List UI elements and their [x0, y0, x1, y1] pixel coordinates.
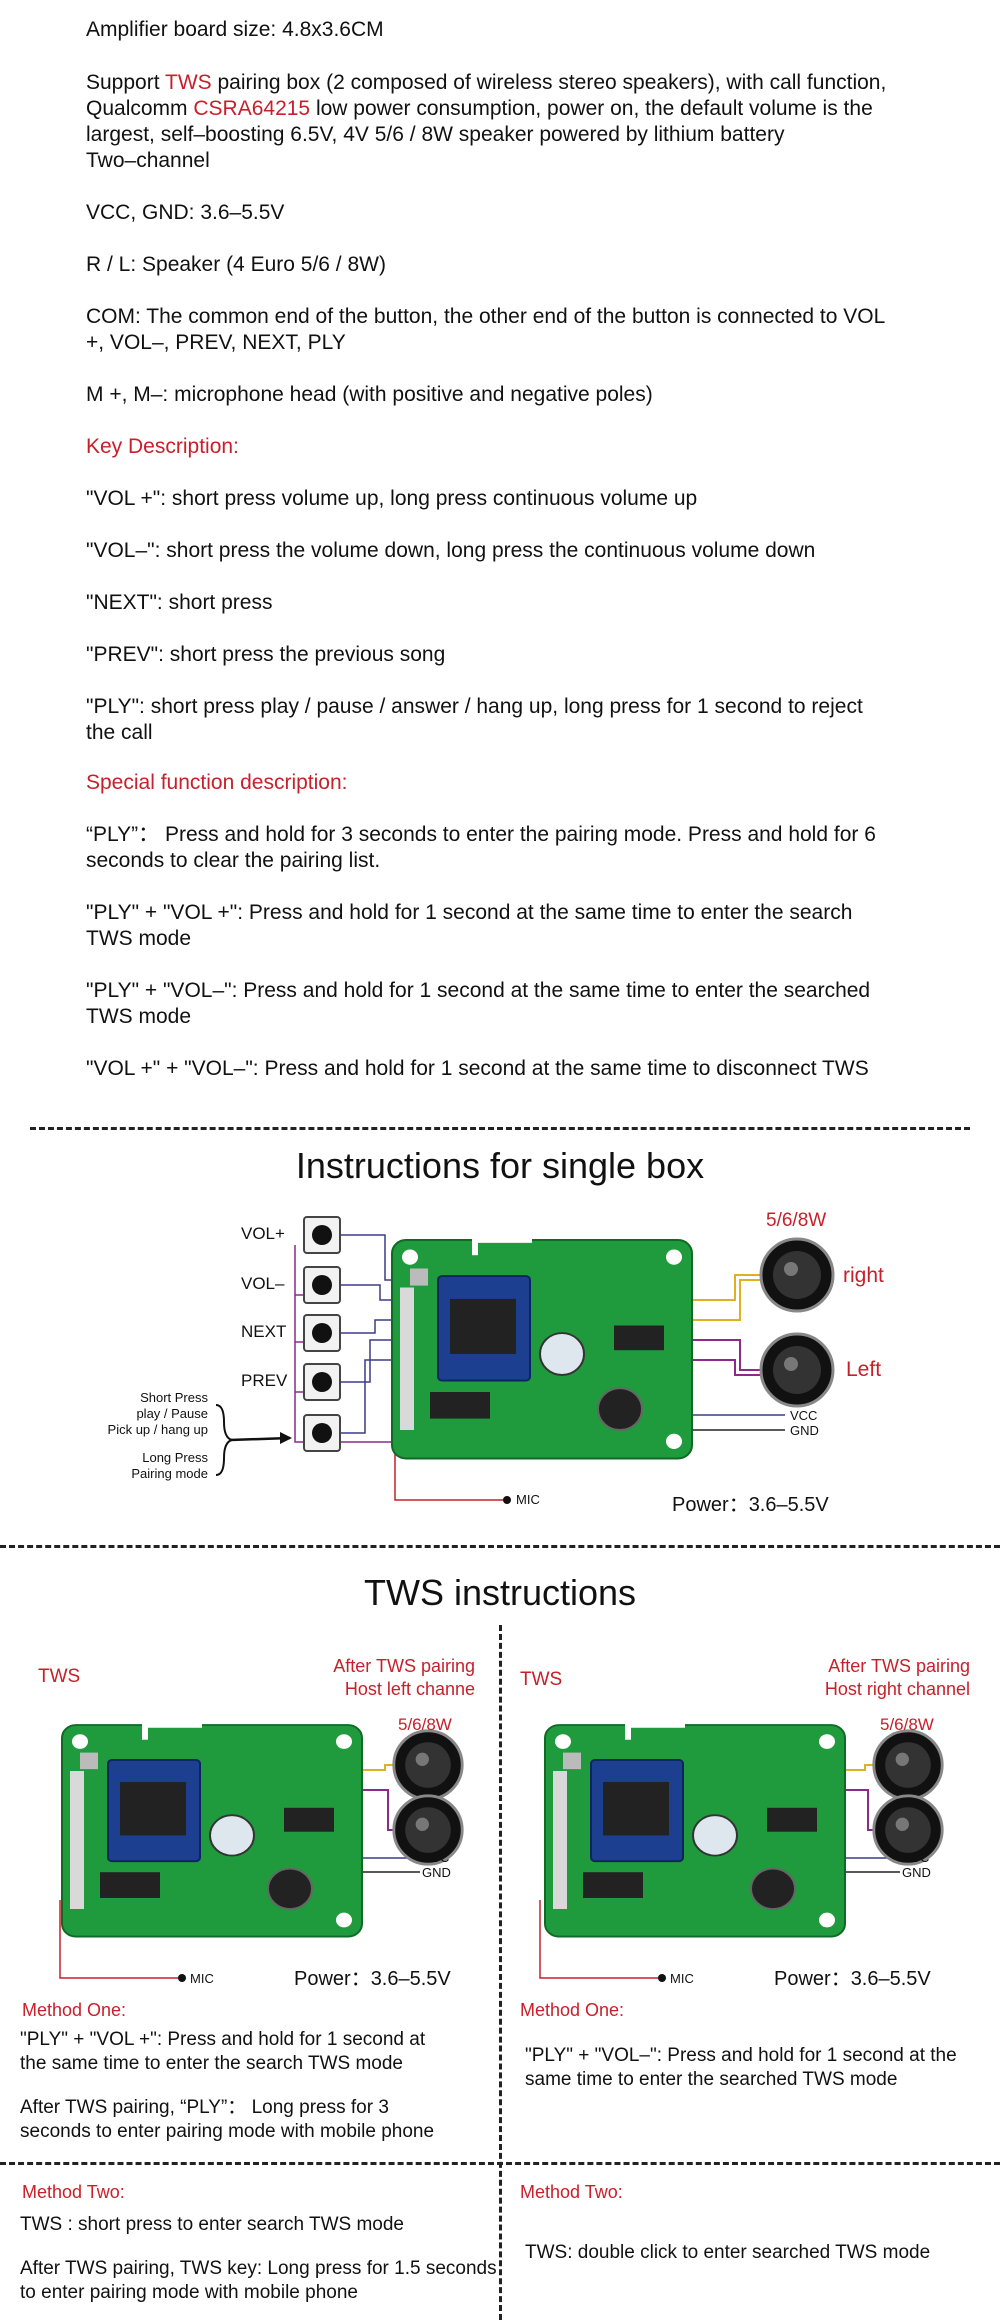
tws-right-power: Power：3.6–5.5V	[774, 1968, 931, 1990]
tws-right-vcc: VCC	[902, 1850, 930, 1865]
button-label-vol-up: VOL+	[241, 1224, 285, 1243]
boost-line: largest, self–boosting 6.5V, 4V 5/6 / 8W…	[86, 123, 785, 146]
divider-1	[30, 1127, 970, 1130]
special-function-heading: Special function description:	[86, 771, 348, 794]
single-box-diagram	[215, 1216, 835, 1504]
tws-right-rating: 5/6/8W	[880, 1715, 934, 1734]
key-vol-down: "VOL–": short press the volume down, lon…	[86, 539, 816, 562]
tws-right-method-two-heading: Method Two:	[520, 2182, 623, 2202]
tws-left-method-two-heading: Method Two:	[22, 2182, 125, 2202]
single-gnd-label: GND	[790, 1423, 819, 1438]
ply-note: Short Press play / Pause Pick up / hang …	[60, 1390, 208, 1482]
button-label-prev: PREV	[241, 1371, 288, 1390]
ply-note-short: Short Press	[140, 1390, 208, 1405]
ply-note-long: Long Press	[142, 1450, 208, 1465]
key-next: "NEXT": short press	[86, 591, 273, 614]
tws-left-after-2: Host left channe	[344, 1679, 475, 1699]
tws-right-m1a: "PLY" + "VOL–": Press and hold for 1 sec…	[525, 2045, 957, 2066]
single-mic-label: MIC	[516, 1492, 540, 1507]
support-line: Support TWS pairing box (2 composed of w…	[86, 70, 886, 96]
tws-left-vcc: VCC	[422, 1850, 450, 1865]
board-size-text: Amplifier board size: 4.8x3.6CM	[86, 18, 384, 41]
tws-title: TWS instructions	[363, 1572, 637, 1613]
tws-left-power: Power：3.6–5.5V	[294, 1968, 451, 1990]
tws-left-m1d: seconds to enter pairing mode with mobil…	[20, 2121, 435, 2142]
tws-left-diagram	[59, 1722, 464, 1982]
tws-left-after-1: After TWS pairing	[333, 1656, 475, 1676]
qualcomm-pre: Qualcomm	[86, 97, 194, 120]
com-spec-2: +, VOL–, PREV, NEXT, PLY	[86, 331, 346, 354]
key-description-heading: Key Description:	[86, 435, 239, 458]
tws-left-m2a: TWS : short press to enter search TWS mo…	[20, 2214, 404, 2235]
support-pre: Support	[86, 71, 166, 94]
key-prev: "PREV": short press the previous song	[86, 643, 446, 666]
tws-right-tws-label: TWS	[520, 1669, 563, 1690]
special-ply-volup-1: "PLY" + "VOL +": Press and hold for 1 se…	[86, 901, 853, 924]
tws-left-m1a: "PLY" + "VOL +": Press and hold for 1 se…	[20, 2029, 426, 2050]
tws-left-mic: MIC	[190, 1971, 214, 1986]
speaker-right-label: right	[843, 1264, 884, 1287]
tws-right-gnd: GND	[902, 1865, 931, 1880]
tws-left-after-pairing: After TWS pairing Host left channe	[220, 1655, 475, 1701]
special-ply-2: seconds to clear the pairing list.	[86, 849, 381, 872]
key-ply-2: the call	[86, 721, 153, 744]
single-box-title: Instructions for single box	[295, 1145, 705, 1186]
tws-left-method-one-heading: Method One:	[22, 2000, 127, 2020]
divider-3	[0, 2162, 1000, 2165]
ply-note-play: play / Pause	[136, 1406, 208, 1421]
key-ply-1: "PLY": short press play / pause / answer…	[86, 695, 863, 718]
tws-right-diagram	[539, 1722, 944, 1982]
speaker-left-label: Left	[846, 1358, 882, 1381]
tws-right-after-pairing: After TWS pairing Host right channel	[720, 1655, 970, 1701]
tws-left-m2b: After TWS pairing, TWS key: Long press f…	[20, 2258, 497, 2279]
tws-highlight: TWS	[165, 71, 212, 94]
single-power-label: Power：3.6–5.5V	[672, 1494, 829, 1516]
chip-highlight: CSRA64215	[193, 97, 311, 120]
tws-right-mic: MIC	[670, 1971, 694, 1986]
ply-note-pairing: Pairing mode	[131, 1466, 208, 1481]
com-spec-1: COM: The common end of the button, the o…	[86, 305, 886, 328]
tws-right-after-1: After TWS pairing	[828, 1656, 970, 1676]
tws-left-tws-label: TWS	[38, 1666, 81, 1687]
ply-note-pickup: Pick up / hang up	[107, 1422, 208, 1437]
tws-left-m1b: the same time to enter the search TWS mo…	[20, 2053, 403, 2074]
qualcomm-post: low power consumption, power on, the def…	[310, 97, 873, 120]
tws-vertical-divider	[499, 1625, 502, 2320]
divider-2	[0, 1545, 1000, 1548]
vcc-spec: VCC, GND: 3.6–5.5V	[86, 201, 285, 224]
two-channel-line: Two–channel	[86, 149, 210, 172]
tws-left-rating: 5/6/8W	[398, 1715, 452, 1734]
rl-spec: R / L: Speaker (4 Euro 5/6 / 8W)	[86, 253, 386, 276]
special-disconnect: "VOL +" + "VOL–": Press and hold for 1 s…	[86, 1057, 869, 1080]
support-mid: pairing box (2 composed of wireless ster…	[211, 71, 887, 94]
special-ply-voldown-2: TWS mode	[86, 1005, 192, 1028]
tws-left-m1c: After TWS pairing, “PLY”： Long press for…	[20, 2097, 389, 2118]
special-ply-voldown-1: "PLY" + "VOL–": Press and hold for 1 sec…	[86, 979, 871, 1002]
tws-left-m2c: to enter pairing mode with mobile phone	[20, 2282, 358, 2303]
special-ply-1: “PLY”： Press and hold for 3 seconds to e…	[86, 823, 876, 846]
qualcomm-line: Qualcomm CSRA64215 low power consumption…	[86, 96, 873, 122]
button-label-next: NEXT	[241, 1322, 287, 1341]
single-speaker-rating: 5/6/8W	[766, 1210, 827, 1231]
tws-right-m2a: TWS: double click to enter searched TWS …	[525, 2242, 931, 2263]
tws-right-m1b: same time to enter the searched TWS mode	[525, 2069, 898, 2090]
tws-right-after-2: Host right channel	[824, 1679, 970, 1699]
single-vcc-label: VCC	[790, 1408, 818, 1423]
special-ply-volup-2: TWS mode	[86, 927, 192, 950]
tws-right-method-one-heading: Method One:	[520, 2000, 625, 2020]
button-label-vol-down: VOL–	[241, 1274, 285, 1293]
key-vol-up: "VOL +": short press volume up, long pre…	[86, 487, 698, 510]
mic-spec: M +, M–: microphone head (with positive …	[86, 383, 653, 406]
tws-left-gnd: GND	[422, 1865, 451, 1880]
